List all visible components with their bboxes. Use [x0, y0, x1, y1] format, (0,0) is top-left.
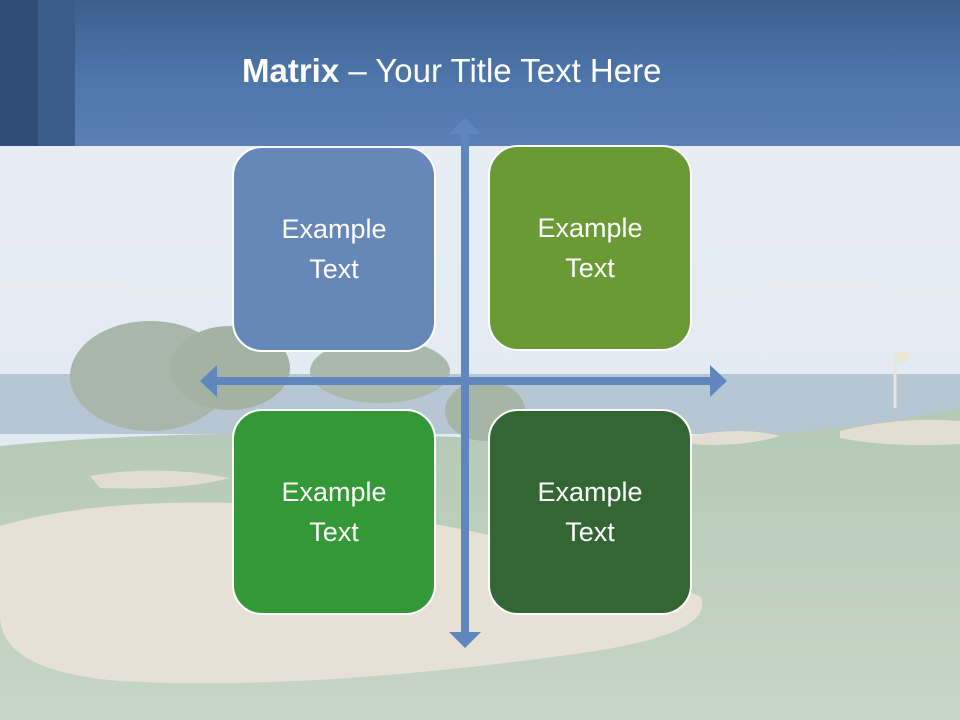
quadrant-text: Example Text — [537, 477, 643, 547]
header-accent-block — [0, 0, 38, 146]
title-bold: Matrix — [242, 52, 340, 89]
quadrant-bottom-right: Example Text — [488, 409, 692, 615]
header-band — [0, 0, 960, 146]
horizontal-axis-arrow — [200, 365, 727, 397]
header-accent-block — [38, 0, 75, 146]
quadrant-text: Example Text — [281, 214, 387, 284]
quadrant-top-right: Example Text — [488, 145, 692, 351]
quadrant-text: Example Text — [537, 213, 643, 283]
title-rest: – Your Title Text Here — [339, 52, 662, 89]
quadrant-top-left: Example Text — [232, 146, 436, 352]
slide-title: Matrix – Your Title Text Here — [242, 50, 661, 92]
quadrant-bottom-left: Example Text — [232, 409, 436, 615]
quadrant-text: Example Text — [281, 477, 387, 547]
